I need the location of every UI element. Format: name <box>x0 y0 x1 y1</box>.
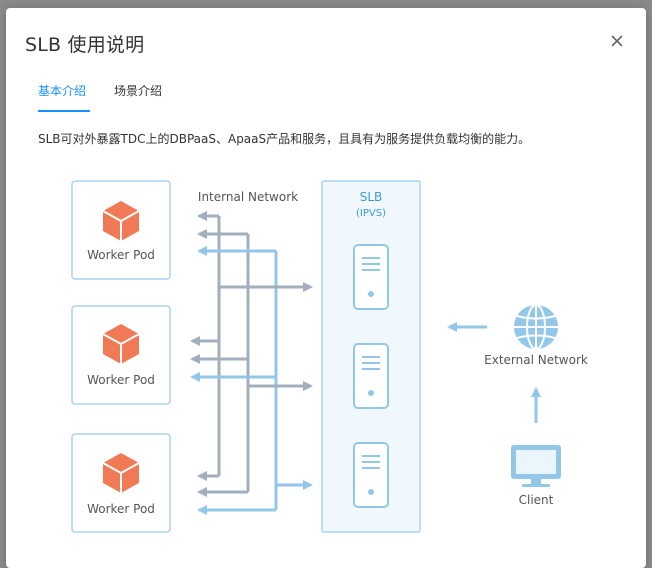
worker-pod-2: Worker Pod <box>71 305 171 405</box>
internal-network-arrows <box>190 211 313 515</box>
worker-pod-1: Worker Pod <box>71 180 171 280</box>
slb-subtitle: (IPVS) <box>356 208 386 219</box>
modal-backdrop <box>0 0 652 8</box>
server-icon <box>353 244 389 310</box>
close-icon <box>611 35 623 47</box>
pod-label: Worker Pod <box>87 248 155 262</box>
close-button[interactable] <box>608 32 626 50</box>
cube-icon <box>102 201 140 241</box>
cube-icon <box>102 324 140 364</box>
description-text: SLB可对外暴露TDC上的DBPaaS、ApaaS产品和服务，且具有为服务提供负… <box>38 132 531 146</box>
client-label: Client <box>519 493 554 507</box>
external-network-label: External Network <box>484 353 588 367</box>
active-tab-indicator <box>38 110 90 112</box>
tab-scenario-intro[interactable]: 场景介绍 <box>114 84 163 98</box>
slb-title: SLB <box>360 190 383 204</box>
client: Client <box>511 387 561 507</box>
modal-title: SLB 使用说明 <box>25 34 145 56</box>
internal-network-label: Internal Network <box>198 190 298 204</box>
external-network: External Network <box>447 304 588 367</box>
monitor-icon <box>511 445 561 487</box>
globe-icon <box>514 304 558 350</box>
worker-pod-3: Worker Pod <box>71 433 171 533</box>
server-icon <box>353 343 389 409</box>
slb-box: SLB (IPVS) <box>321 180 421 533</box>
server-icon <box>353 442 389 508</box>
pod-label: Worker Pod <box>87 373 155 387</box>
cube-icon <box>102 453 140 493</box>
tab-basic-intro[interactable]: 基本介绍 <box>38 84 87 98</box>
pod-label: Worker Pod <box>87 502 155 516</box>
